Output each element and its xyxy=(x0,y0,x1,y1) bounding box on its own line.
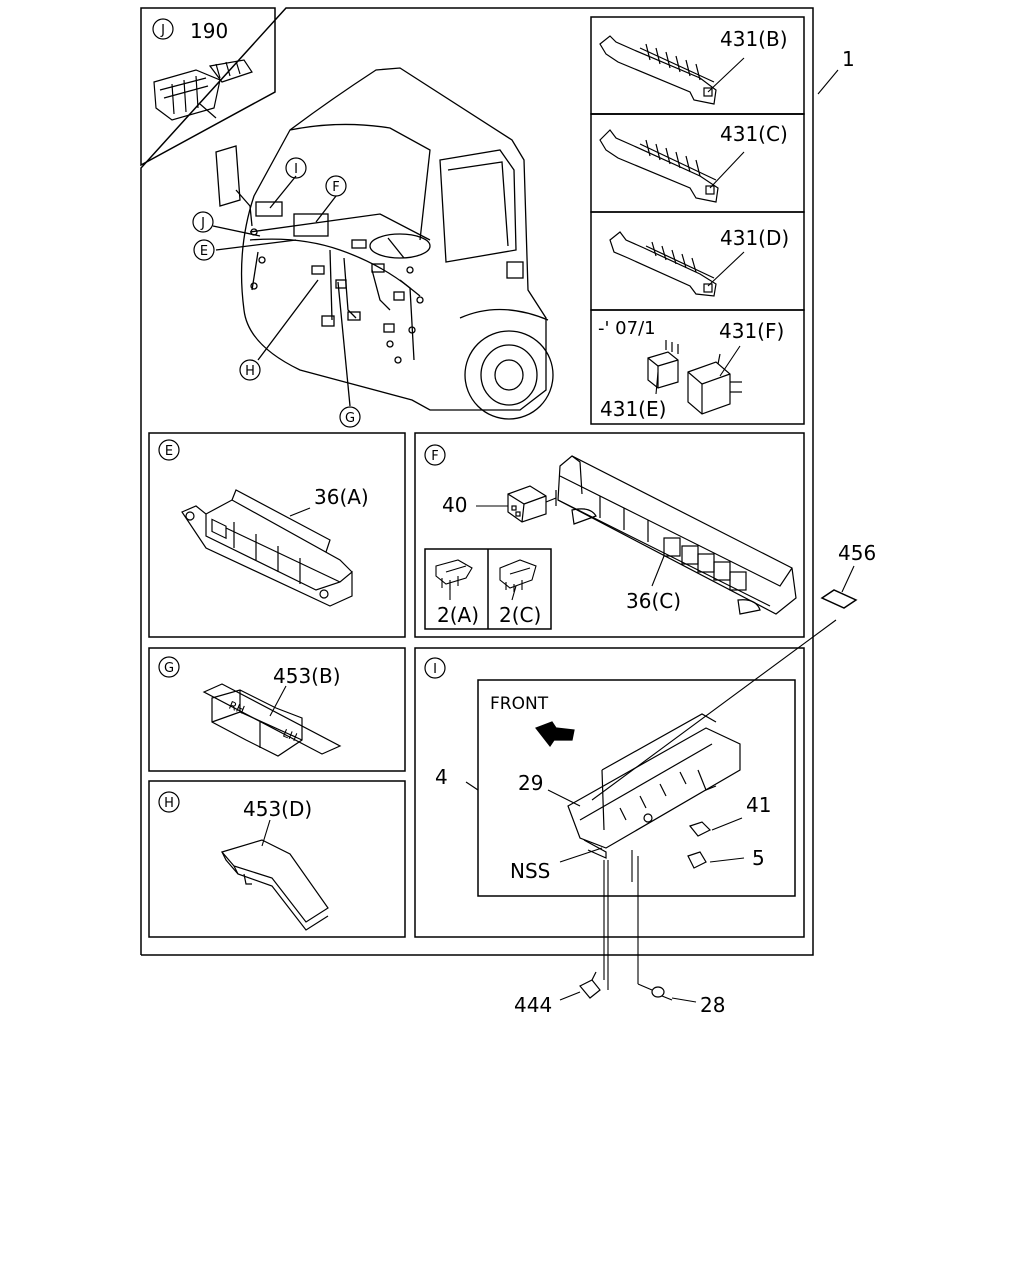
part-2a-drawing xyxy=(435,559,473,590)
view-letter-h: H xyxy=(164,796,174,811)
callout-1: 1 xyxy=(842,47,855,71)
callout-453b: 453(B) xyxy=(273,664,341,688)
part-456 xyxy=(820,589,858,609)
view-letter-h-cab: H xyxy=(245,364,255,379)
callout-431b: 431(B) xyxy=(720,27,788,51)
view-letter-e: E xyxy=(165,444,173,459)
view-g-box xyxy=(148,647,406,772)
callout-29: 29 xyxy=(518,771,543,795)
view-letter-f-cab: F xyxy=(332,180,339,195)
view-letter-e-cab: E xyxy=(200,244,208,259)
callout-453d: 453(D) xyxy=(243,797,312,821)
view-letter-j: J xyxy=(160,23,165,38)
part-36a-drawing xyxy=(181,489,353,607)
front-marking: FRONT xyxy=(490,694,549,714)
view-letter-j-cab: J xyxy=(200,216,205,231)
box-431ef xyxy=(590,309,805,425)
callout-41: 41 xyxy=(746,793,771,817)
callout-28: 28 xyxy=(700,993,725,1017)
callout-2a: 2(A) xyxy=(437,603,479,627)
rh-marking: RH xyxy=(227,699,247,717)
callout-36a: 36(A) xyxy=(314,485,369,509)
outer-frame xyxy=(140,7,814,956)
view-letter-i-cab: I xyxy=(294,162,298,177)
part-36c-drawing xyxy=(557,455,797,615)
part-2c-drawing xyxy=(499,559,537,592)
callout-431d: 431(D) xyxy=(720,226,789,250)
part-28 xyxy=(651,986,665,998)
callout-190: 190 xyxy=(190,19,228,43)
callout-431f-range: -' 07/1 xyxy=(598,318,656,339)
callout-431c: 431(C) xyxy=(720,122,788,146)
view-letter-i: I xyxy=(433,662,437,677)
callout-40: 40 xyxy=(442,493,467,517)
callout-2c: 2(C) xyxy=(499,603,541,627)
callout-nss: NSS xyxy=(510,859,550,883)
callout-444: 444 xyxy=(514,993,552,1017)
view-j-box xyxy=(140,7,276,167)
part-431d-drawing xyxy=(609,231,717,297)
part-40-drawing xyxy=(507,485,557,523)
callout-431f: 431(F) xyxy=(719,319,784,343)
leader-lines xyxy=(261,57,855,1003)
lh-marking: LH xyxy=(281,727,299,744)
truck-cab-drawing xyxy=(212,67,554,420)
view-e-box xyxy=(148,432,406,638)
part-431e-drawing xyxy=(647,340,679,389)
part-431f-drawing xyxy=(687,353,742,415)
callout-456: 456 xyxy=(838,541,876,565)
part-453b-drawing xyxy=(202,683,342,757)
view-letter-f: F xyxy=(431,449,438,464)
part-431c-drawing xyxy=(599,129,719,203)
part-190-drawing xyxy=(153,59,253,121)
callout-4: 4 xyxy=(435,765,448,789)
part-4-bracket-drawing xyxy=(535,713,741,869)
view-i-box xyxy=(414,647,805,938)
view-f-box xyxy=(414,432,805,638)
view-letter-g: G xyxy=(164,661,174,676)
part-431b-drawing xyxy=(599,35,717,105)
callout-5: 5 xyxy=(752,846,765,870)
part-453d-drawing xyxy=(220,839,329,931)
callout-36c: 36(C) xyxy=(626,589,681,613)
part-444 xyxy=(579,979,601,999)
view-h-box xyxy=(148,780,406,938)
callout-431e: 431(E) xyxy=(600,397,666,421)
view-i-inner-box xyxy=(477,679,796,897)
fasteners-drawing xyxy=(579,971,673,1001)
view-letter-g-cab: G xyxy=(345,411,355,426)
